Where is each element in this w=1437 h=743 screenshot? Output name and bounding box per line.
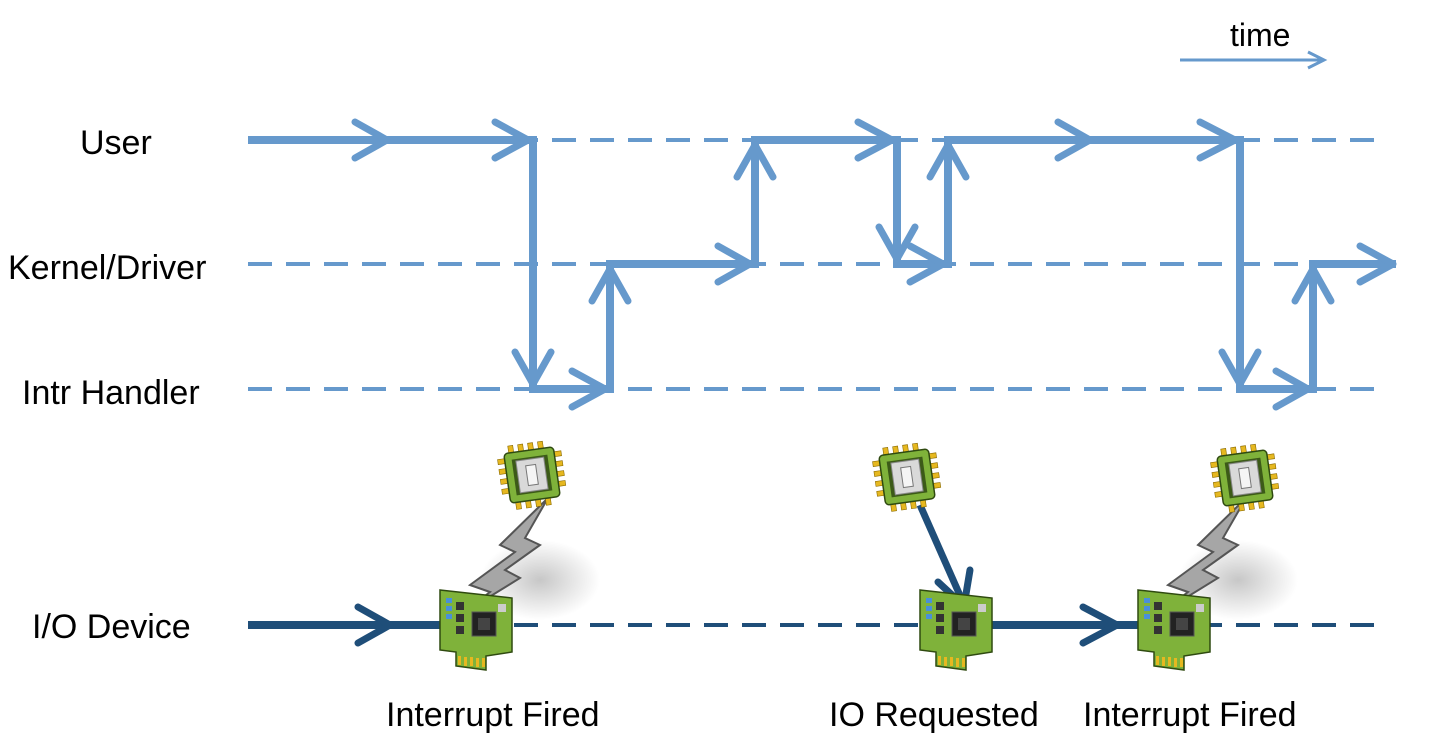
- io-flow-marker-1: [354, 603, 394, 647]
- flow-direction-markers: [351, 118, 1397, 411]
- lane-label-intr: Intr Handler: [22, 374, 200, 412]
- io-card-icon: [1137, 589, 1211, 671]
- io-flow-marker-2: [1079, 603, 1121, 647]
- cpu-chip-icon: [495, 438, 569, 512]
- lane-label-kernel: Kernel/Driver: [8, 249, 206, 287]
- lane-label-user: User: [80, 124, 152, 162]
- time-arrow: [1180, 50, 1328, 70]
- event-label-io-requested: IO Requested: [829, 696, 1039, 734]
- execution-path: [248, 136, 1396, 393]
- lane-label-io: I/O Device: [32, 608, 191, 646]
- cpu-chip-icon: [1208, 441, 1282, 515]
- cpu-chip-icon: [870, 440, 944, 514]
- event-label-interrupt-fired-2: Interrupt Fired: [1083, 696, 1297, 734]
- io-card-icon: [919, 589, 993, 671]
- io-card-icon: [439, 589, 513, 671]
- event-label-interrupt-fired-1: Interrupt Fired: [386, 696, 600, 734]
- time-label: time: [1230, 17, 1290, 53]
